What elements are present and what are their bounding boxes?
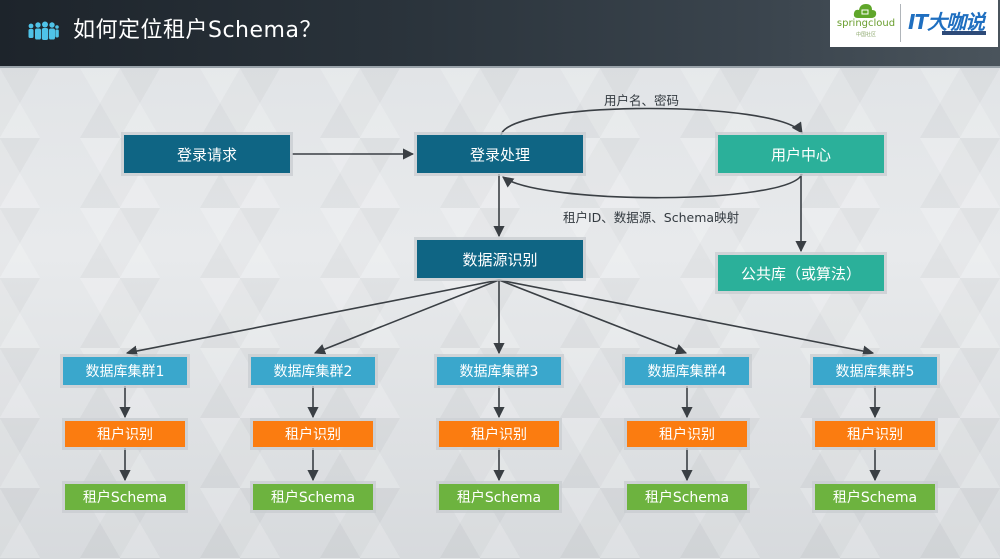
tenant-schema-label: 租户Schema [82,490,168,506]
node-user-center-label: 用户中心 [770,145,831,164]
tenant-identify-label: 租户识别 [97,427,153,443]
edge-label-username-password: 用户名、密码 [604,93,680,108]
node-tenant-identify-3: 租户识别 [439,421,559,447]
cluster-label: 数据库集群5 [835,364,915,380]
cluster-label: 数据库集群4 [647,364,727,380]
node-datasource-identify: 数据源识别 [417,240,583,278]
node-tenant-schema-4: 租户Schema [627,484,747,510]
tenant-identify-label: 租户识别 [659,427,715,443]
node-tenant-identify-2: 租户识别 [253,421,373,447]
node-login-request: 登录请求 [124,135,290,173]
edge-label-tenant-mapping: 租户ID、数据源、Schema映射 [563,210,740,225]
node-tenant-schema-5: 租户Schema [815,484,935,510]
node-datasource-identify-label: 数据源识别 [462,250,538,269]
springcloud-logo: springcloud 中国社区 [830,0,900,47]
node-cluster-3: 数据库集群3 [437,357,561,385]
node-user-center: 用户中心 [718,135,884,173]
slide-title: 如何定位租户Schema？ [73,18,322,43]
it-daka-logo: IT大咖说 [908,10,985,34]
node-login-request-label: 登录请求 [176,145,237,164]
springcloud-logo-text: springcloud [836,18,896,29]
node-cluster-5: 数据库集群5 [813,357,937,385]
node-tenant-schema-2: 租户Schema [253,484,373,510]
sponsor-logos: springcloud 中国社区 IT大咖说 [830,0,998,47]
node-cluster-4: 数据库集群4 [625,357,749,385]
cluster-label: 数据库集群3 [459,364,539,380]
people-group-icon [28,21,59,40]
tenant-identify-label: 租户识别 [285,427,341,443]
tenant-identify-label: 租户识别 [847,427,903,443]
node-tenant-identify-1: 租户识别 [65,421,185,447]
node-cluster-1: 数据库集群1 [63,357,187,385]
node-login-process: 登录处理 [417,135,583,173]
cloud-icon [853,4,877,18]
node-cluster-2: 数据库集群2 [251,357,375,385]
tenant-identify-label: 租户识别 [471,427,527,443]
cluster-label: 数据库集群2 [273,364,353,380]
springcloud-logo-subtext: 中国社区 [855,32,876,38]
node-tenant-identify-4: 租户识别 [627,421,747,447]
node-public-db: 公共库（或算法） [718,255,884,291]
cluster-label: 数据库集群1 [85,364,165,380]
node-login-process-label: 登录处理 [469,145,530,164]
slide-header: 如何定位租户Schema？ springcloud 中国社区 IT大咖说 [0,0,1000,68]
node-tenant-identify-5: 租户识别 [815,421,935,447]
node-tenant-schema-3: 租户Schema [439,484,559,510]
node-public-db-label: 公共库（或算法） [740,264,861,283]
tenant-schema-label: 租户Schema [832,490,918,506]
logo-divider [900,4,901,42]
tenant-schema-label: 租户Schema [456,490,542,506]
it-daka-logo-bar [942,31,986,35]
node-tenant-schema-1: 租户Schema [65,484,185,510]
tenant-schema-label: 租户Schema [644,490,730,506]
tenant-schema-label: 租户Schema [270,490,356,506]
